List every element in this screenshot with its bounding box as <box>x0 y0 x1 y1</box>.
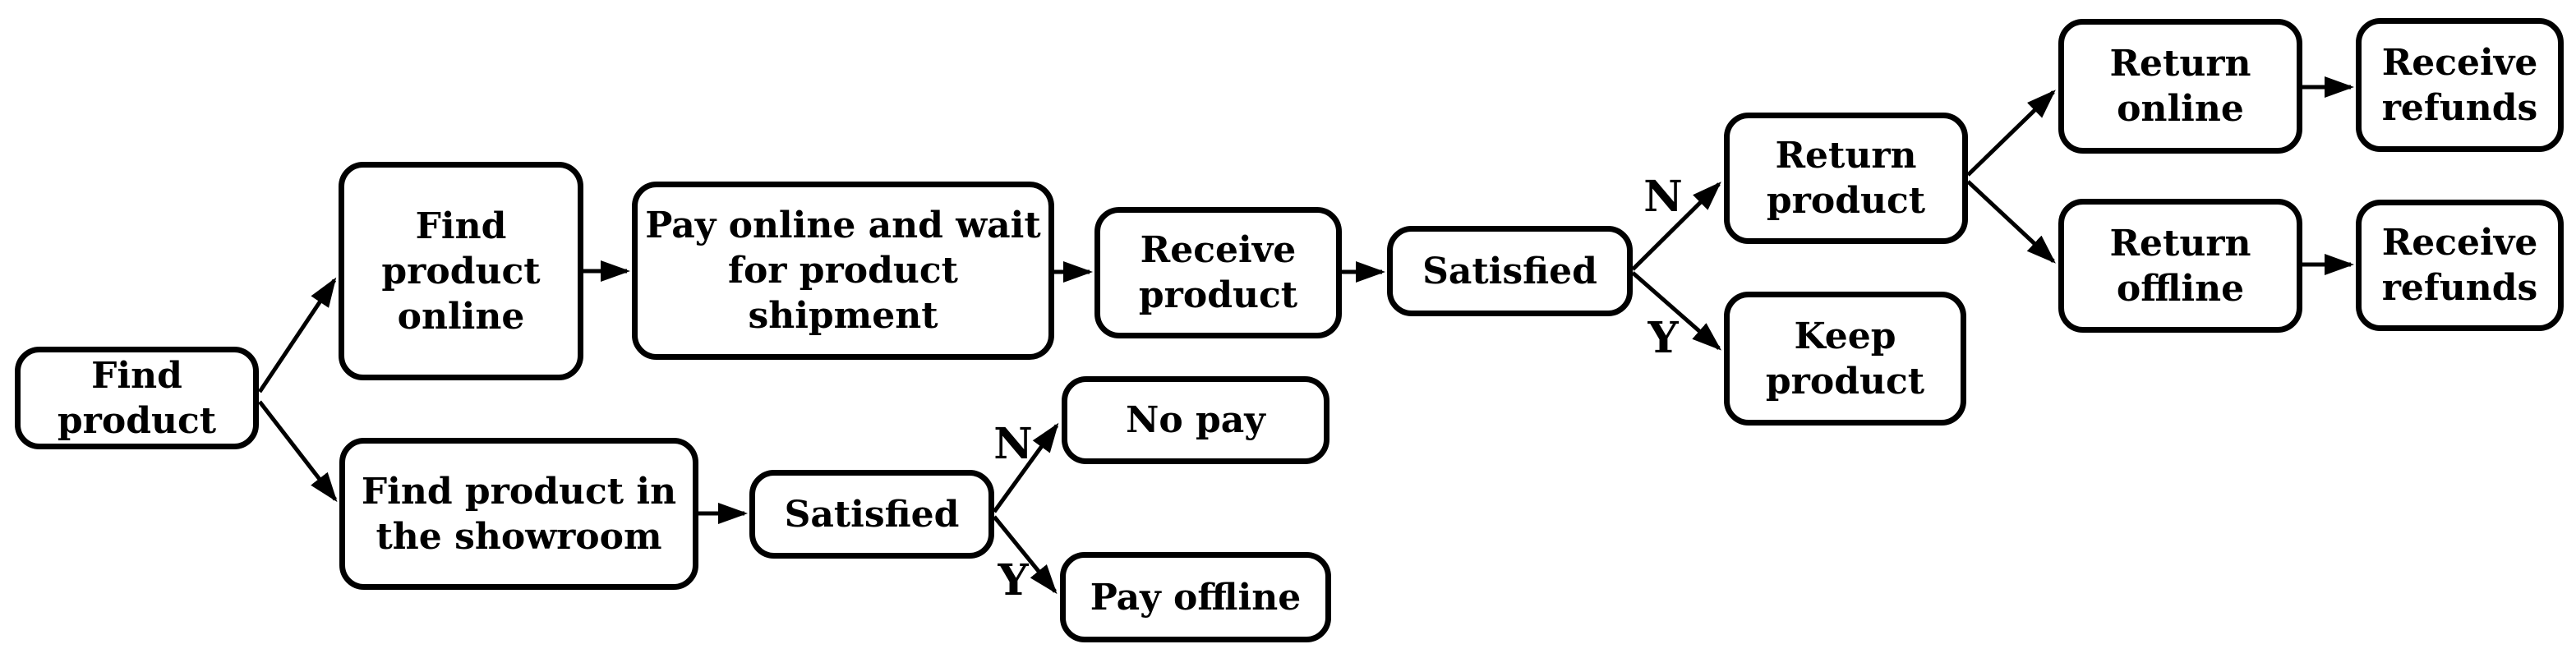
node-keep-product: Keep product <box>1724 292 1966 426</box>
edge-satisfied-upper-to-return-product <box>1631 182 1721 271</box>
node-receive-refunds-bottom: Receive refunds <box>2356 200 2564 331</box>
node-return-product: Return product <box>1724 113 1968 244</box>
node-pay-offline: Pay offline <box>1060 552 1331 642</box>
edge-label-satisfied-lower-to-pay-offline: Y <box>998 555 1029 605</box>
node-receive-refunds-top: Receive refunds <box>2356 18 2564 152</box>
node-return-online: Return online <box>2058 19 2302 154</box>
edge-satisfied-upper-to-keep-product <box>1631 271 1722 351</box>
node-satisfied-upper: Satisfied <box>1387 226 1633 316</box>
node-pay-online: Pay online and wait for product shipment <box>632 182 1054 360</box>
node-find-showroom: Find product in the showroom <box>339 438 698 590</box>
edge-label-satisfied-upper-to-keep-product: Y <box>1647 313 1679 363</box>
edge-satisfied-lower-to-no-pay <box>992 422 1059 513</box>
edge-return-product-to-return-offline <box>1966 180 2056 264</box>
node-receive-product: Receive product <box>1094 207 1342 338</box>
edge-find-product-to-find-showroom <box>258 400 338 503</box>
node-satisfied-lower: Satisfied <box>749 470 994 559</box>
node-find-product-online: Find product online <box>339 162 583 380</box>
edge-find-product-to-find-product-online <box>257 277 337 393</box>
edge-return-product-to-return-online <box>1966 90 2056 177</box>
node-no-pay: No pay <box>1062 376 1329 464</box>
node-return-offline: Return offline <box>2058 199 2302 333</box>
edge-satisfied-lower-to-pay-offline <box>993 515 1058 595</box>
node-find-product: Find product <box>15 347 259 449</box>
edge-label-satisfied-lower-to-no-pay: N <box>993 419 1033 469</box>
edge-label-satisfied-upper-to-return-product: N <box>1643 172 1683 222</box>
